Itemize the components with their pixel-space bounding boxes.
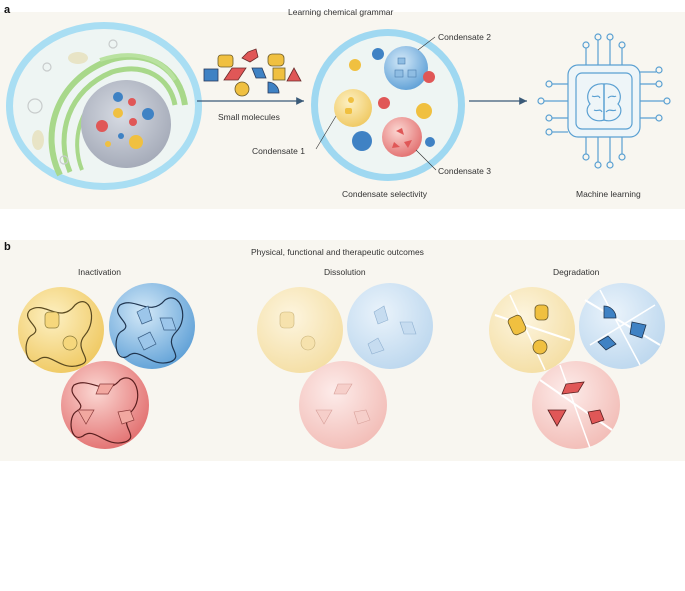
- condensate-2-label: Condensate 2: [438, 32, 491, 42]
- degradation-label: Degradation: [553, 267, 600, 277]
- small-molecules-label: Small molecules: [218, 112, 280, 122]
- panel-b-title: Physical, functional and therapeutic out…: [251, 247, 424, 257]
- inactivation-label: Inactivation: [78, 267, 121, 277]
- condensate-3-label: Condensate 3: [438, 166, 491, 176]
- cell-icon: [6, 22, 202, 190]
- molecule-icon: [203, 48, 302, 97]
- panel-a-title: Learning chemical grammar: [288, 7, 394, 17]
- dissolution-label: Dissolution: [324, 267, 366, 277]
- condensate-selectivity-label: Condensate selectivity: [342, 189, 428, 199]
- panel-a-label: a: [4, 4, 11, 16]
- condensate-1-label: Condensate 1: [252, 146, 305, 156]
- inactivation-droplets: [18, 283, 195, 449]
- degradation-droplets: [489, 283, 665, 449]
- machine-learning-label: Machine learning: [576, 189, 641, 199]
- dissolution-droplets: [257, 283, 433, 449]
- brain-chip-icon: [537, 33, 671, 169]
- condensate-icon: [311, 29, 465, 181]
- panel-b-label: b: [4, 241, 11, 253]
